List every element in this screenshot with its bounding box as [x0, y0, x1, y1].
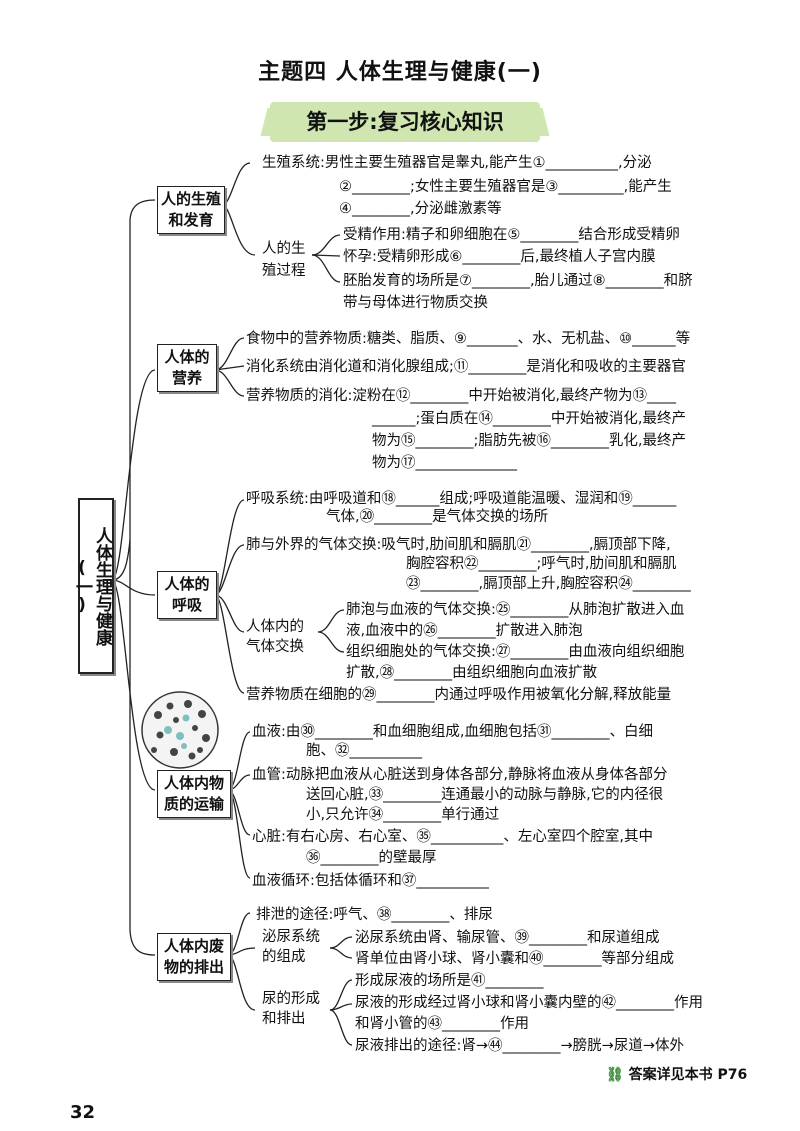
text-line: 食物中的营养物质:糖类、脂质、⑨_______、水、无机盐、⑩______等	[246, 331, 691, 347]
text-line: 泌尿系统由肾、输尿管、㊴________和尿道组成	[355, 930, 660, 946]
text-line: 尿的形成	[262, 991, 320, 1007]
group-excretion: 人体内废物的排出	[157, 933, 231, 981]
text-line: 扩散,㉘________由组织细胞向血液扩散	[346, 665, 598, 681]
text-line: 怀孕:受精卵形成⑥________后,最终植人子宫内膜	[343, 249, 656, 265]
text-line: 尿液的形成经过肾小球和肾小囊内壁的㊷________作用	[355, 995, 703, 1011]
page-number: 32	[70, 1102, 96, 1123]
section-banner: 第一步:复习核心知识	[270, 102, 540, 142]
text-line: 消化系统由消化道和消化腺组成;⑪________是消化和吸收的主要器官	[246, 359, 686, 375]
text-line: 血液循环:包括体循环和㊲__________	[252, 873, 489, 889]
text-line: 人体内的	[246, 619, 304, 635]
text-line: 殖过程	[262, 263, 306, 279]
text-line: 物为⑰______________	[372, 455, 517, 471]
answer-note-text: 答案详见本书 P76	[628, 1067, 748, 1083]
text-line: 呼吸系统:由呼吸道和⑱______组成;呼吸道能温暖、湿润和⑲______	[246, 491, 677, 507]
text-line: 气体,⑳________是气体交换的场所	[326, 509, 549, 525]
group-reproduction: 人的生殖和发育	[157, 186, 225, 234]
group-transport: 人体内物质的运输	[157, 770, 231, 818]
text-line: ④________,分泌雌激素等	[339, 201, 502, 217]
text-line: 和排出	[262, 1011, 306, 1027]
group-label: 人体的营养	[164, 348, 210, 387]
text-line: ②________;女性主要生殖器官是③_________,能产生	[339, 179, 672, 195]
text-line: 的组成	[262, 949, 306, 965]
text-line: 血液:由㉚________和血细胞组成,血细胞包括㉛________、白细	[252, 724, 653, 740]
text-line: 和肾小管的㊸________作用	[355, 1016, 529, 1032]
text-line: 组织细胞处的气体交换:㉗________由血液向组织细胞	[346, 644, 685, 660]
text-line: 血管:动脉把血液从心脏送到身体各部分,静脉将血液从身体各部分	[252, 767, 668, 783]
text-line: 送回心脏,㉝________连通最小的动脉与静脉,它的内径很	[306, 787, 664, 803]
text-line: 肺泡与血液的气体交换:㉕________从肺泡扩散进入血	[346, 602, 685, 618]
text-line: 形成尿液的场所是㊶________	[355, 973, 544, 989]
text-line: ㉓________,膈顶部上升,胸腔容积㉔________	[406, 576, 691, 592]
page-title: 主题四 人体生理与健康(一)	[258, 60, 542, 85]
root-node: 人体生理与健康(一)	[72, 498, 114, 674]
text-line: 胚胎发育的场所是⑦________,胎儿通过⑧________和脐	[343, 273, 693, 289]
group-nutrition: 人体的营养	[157, 344, 217, 392]
text-line: 排泄的途径:呼气、㊳________、排尿	[256, 907, 493, 923]
text-line: 肺与外界的气体交换:吸气时,肋间肌和膈肌㉑________,膈顶部下降,	[246, 537, 671, 553]
link-icon: ⛓	[606, 1067, 624, 1083]
text-line: 胸腔容积㉒________;呼气时,肋间肌和膈肌	[406, 556, 677, 572]
text-line: 肾单位由肾小球、肾小囊和㊵________等部分组成	[355, 951, 674, 967]
group-respiration: 人体的呼吸	[157, 571, 217, 619]
text-line: 受精作用:精子和卵细胞在⑤________结合形成受精卵	[343, 227, 680, 243]
text-line: 尿液排出的途径:肾→㊹________→膀胱→尿道→体外	[355, 1038, 684, 1054]
answer-note: ⛓ 答案详见本书 P76	[606, 1064, 747, 1084]
text-line: 泌尿系统	[262, 929, 320, 945]
text-line: 心脏:有右心房、右心室、㉟__________、左心室四个腔室,其中	[252, 829, 653, 845]
text-line: 物为⑮________;脂肪先被⑯________乳化,最终产	[372, 433, 686, 449]
text-line: ㊱________的壁最厚	[306, 850, 437, 866]
text-line: 营养物质在细胞的㉙________内通过呼吸作用被氧化分解,释放能量	[246, 687, 672, 703]
group-label: 人的生殖和发育	[161, 190, 222, 229]
blood-cells-illustration	[141, 691, 219, 769]
text-line: 液,血液中的㉖________扩散进入肺泡	[346, 623, 583, 639]
group-label: 人体内废物的排出	[163, 937, 224, 976]
text-line: 气体交换	[246, 639, 304, 655]
text-line: 生殖系统:男性主要生殖器官是睾丸,能产生①__________,分泌	[262, 155, 652, 171]
text-line: 胞、㉜__________	[306, 743, 422, 759]
text-line: 人的生	[262, 241, 306, 257]
text-line: 带与母体进行物质交换	[343, 295, 488, 311]
text-line: ______;蛋白质在⑭________中开始被消化,最终产	[372, 411, 686, 427]
group-label: 人体的呼吸	[164, 575, 210, 614]
text-line: 小,只允许㉞________单行通过	[306, 807, 500, 823]
text-line: 营养物质的消化:淀粉在⑫________中开始被消化,最终产物为⑬____	[246, 388, 676, 404]
group-label: 人体内物质的运输	[163, 774, 224, 813]
